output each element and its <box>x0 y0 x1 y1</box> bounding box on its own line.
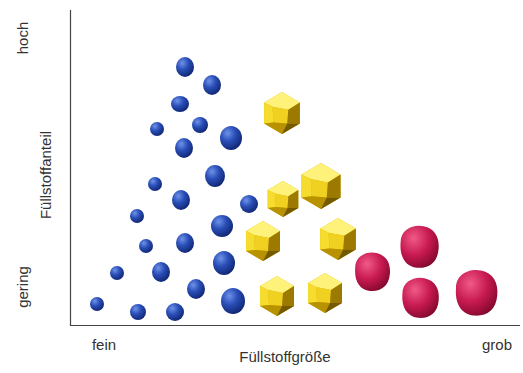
coarse-particles <box>355 226 497 318</box>
x-axis <box>70 325 520 326</box>
axis-end-label: hoch <box>15 22 30 55</box>
axis-end-label: grob <box>482 337 512 352</box>
axis-title: Füllstoffanteil <box>38 131 53 219</box>
axis-title: Füllstoffgröße <box>239 349 330 364</box>
axis-end-label: fein <box>92 337 116 352</box>
medium-particles <box>246 92 356 316</box>
fine-particles <box>90 57 258 321</box>
y-axis <box>70 10 71 326</box>
axis-end-label: gering <box>15 266 30 308</box>
